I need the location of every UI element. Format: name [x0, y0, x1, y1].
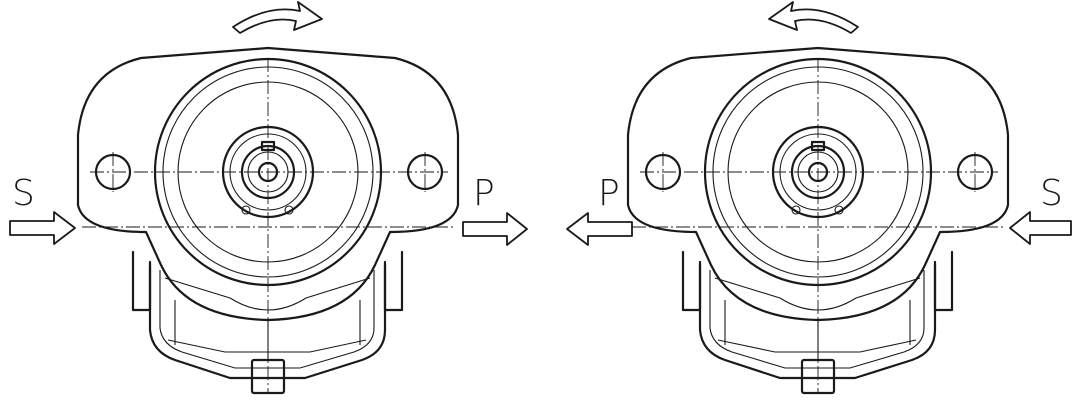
- inlet-arrow-icon: [9, 211, 76, 245]
- outlet-arrow-icon: [566, 212, 633, 246]
- inlet-label: S: [12, 173, 35, 214]
- outlet-label: P: [473, 173, 495, 214]
- inlet-arrow-icon: [1009, 211, 1072, 245]
- outlet-label: P: [598, 173, 620, 214]
- rotation-arrow-clockwise-icon: [232, 1, 323, 34]
- inlet-label: S: [1040, 173, 1063, 214]
- pump-body: [681, 250, 954, 395]
- pump-body: [131, 250, 404, 395]
- mounting-flange: [76, 46, 460, 322]
- mounting-flange: [626, 46, 1010, 322]
- pump-right: [626, 46, 1010, 395]
- rotation-arrow-counterclockwise-icon: [768, 1, 859, 34]
- pump-left: S P: [9, 1, 528, 395]
- outlet-arrow-icon: [462, 212, 528, 246]
